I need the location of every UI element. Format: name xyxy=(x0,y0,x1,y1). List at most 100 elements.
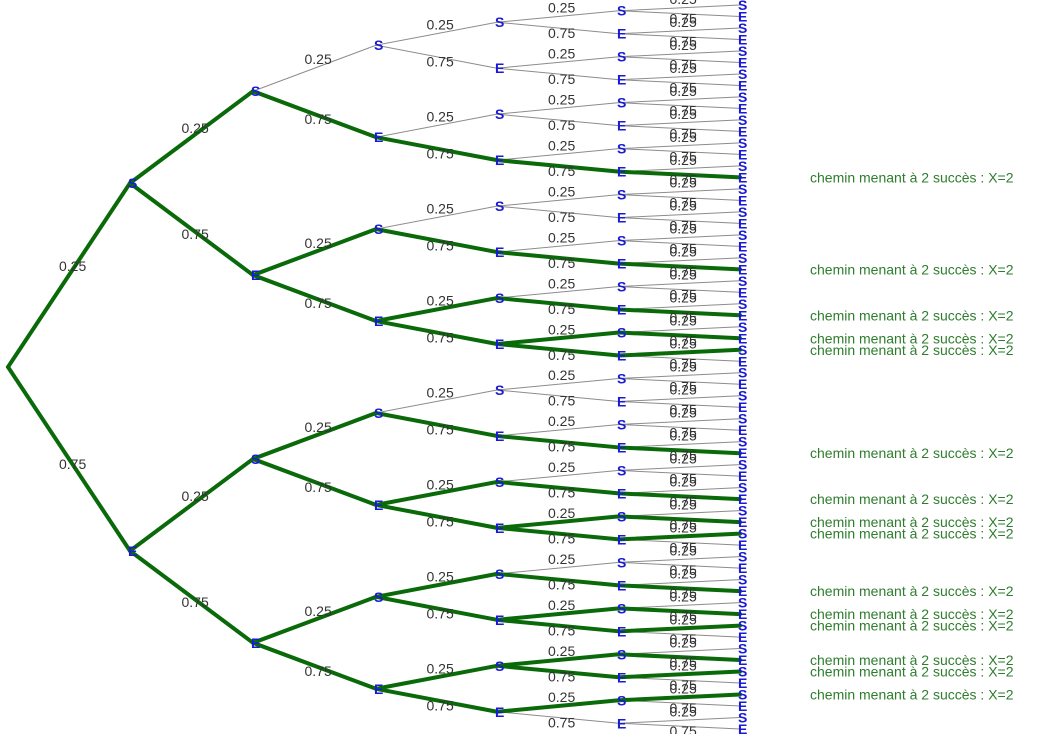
probability-label: 0.75 xyxy=(305,111,332,127)
node-label: S xyxy=(738,342,747,358)
probability-label: 0.75 xyxy=(305,663,332,679)
path-note: chemin menant à 2 succès : X=2 xyxy=(810,445,1014,461)
branch xyxy=(618,377,741,385)
probability-label: 0.25 xyxy=(670,83,697,99)
path-note: chemin menant à 2 succès : X=2 xyxy=(810,169,1014,185)
node-label: E xyxy=(738,583,747,599)
node-label: S xyxy=(738,181,747,197)
node-label: E xyxy=(738,8,747,24)
highlighted-branch xyxy=(251,640,378,691)
node-label: E xyxy=(738,422,747,438)
probability-label: 0.75 xyxy=(427,54,454,70)
probability-label: 0.25 xyxy=(548,321,575,337)
probability-label: 0.25 xyxy=(670,313,697,329)
branch xyxy=(618,211,741,219)
node-label: S xyxy=(374,589,383,605)
highlighted-branch xyxy=(495,514,621,530)
probability-label: 0.25 xyxy=(59,258,86,274)
branch xyxy=(252,44,377,92)
probability-label: 0.75 xyxy=(305,295,332,311)
probability-label: 0.25 xyxy=(670,198,697,214)
probability-label: 0.75 xyxy=(670,562,697,578)
node-label: E xyxy=(617,715,626,731)
probability-label: 0.75 xyxy=(670,57,697,73)
probability-label: 0.75 xyxy=(548,623,575,639)
node-label: S xyxy=(738,710,747,726)
path-note: chemin menant à 2 succès : X=2 xyxy=(810,342,1014,358)
node-label: S xyxy=(738,526,747,542)
node-label: S xyxy=(617,692,626,708)
node-label: S xyxy=(738,411,747,427)
node-label: E xyxy=(495,152,504,168)
probability-label: 0.25 xyxy=(670,657,697,673)
branch xyxy=(375,44,498,69)
node-label: S xyxy=(738,641,747,657)
probability-label: 0.25 xyxy=(548,0,575,15)
probability-label: 0.25 xyxy=(548,459,575,475)
probability-label: 0.75 xyxy=(670,332,697,348)
probability-label: 0.25 xyxy=(548,45,575,61)
node-label: S xyxy=(617,370,626,386)
branch xyxy=(496,711,620,724)
branch xyxy=(618,27,741,35)
node-label: E xyxy=(738,675,747,691)
probability-label: 0.25 xyxy=(548,275,575,291)
node-label: E xyxy=(738,123,747,139)
branch xyxy=(618,188,741,196)
node-label: E xyxy=(617,623,626,639)
probability-label: 0.75 xyxy=(427,421,454,437)
node-label: E xyxy=(738,698,747,714)
branch xyxy=(496,113,620,127)
node-label: E xyxy=(738,169,747,185)
node-label: S xyxy=(738,204,747,220)
probability-label: 0.25 xyxy=(548,551,575,567)
highlighted-branch xyxy=(617,623,742,634)
path-note: chemin menant à 2 succès : X=2 xyxy=(810,330,1014,346)
branch xyxy=(375,21,498,46)
probability-label: 0.75 xyxy=(427,146,454,162)
path-note: chemin menant à 2 succès : X=2 xyxy=(810,652,1014,668)
probability-label: 0.75 xyxy=(670,80,697,96)
probability-label-layer: 0.250.750.250.750.250.750.250.750.250.75… xyxy=(59,0,697,734)
node-label: S xyxy=(738,549,747,565)
probability-label: 0.25 xyxy=(427,384,454,400)
node-label: E xyxy=(617,577,626,593)
node-label: E xyxy=(617,72,626,88)
highlighted-branch xyxy=(495,296,621,312)
probability-label: 0.75 xyxy=(548,439,575,455)
node-label: E xyxy=(738,721,747,734)
highlighted-branch xyxy=(617,669,742,680)
node-label: S xyxy=(738,43,747,59)
probability-label: 0.75 xyxy=(670,34,697,50)
probability-label: 0.75 xyxy=(670,493,697,509)
node-label: E xyxy=(617,531,626,547)
path-note: chemin menant à 2 succès : X=2 xyxy=(810,307,1014,323)
node-label: S xyxy=(495,198,504,214)
node-label: E xyxy=(738,491,747,507)
node-label: S xyxy=(374,405,383,421)
highlighted-branch xyxy=(495,525,621,542)
probability-label: 0.25 xyxy=(670,634,697,650)
highlighted-branch xyxy=(617,652,742,663)
highlighted-branch xyxy=(617,347,742,358)
probability-label: 0.75 xyxy=(670,309,697,325)
node-label: S xyxy=(617,95,626,111)
node-label: E xyxy=(495,60,504,76)
branch xyxy=(496,423,620,437)
highlighted-branch xyxy=(495,479,621,496)
node-label: E xyxy=(738,606,747,622)
node-label: S xyxy=(738,618,747,634)
node-label: S xyxy=(495,290,504,306)
node-label: E xyxy=(617,26,626,42)
node-label: S xyxy=(617,554,626,570)
probability-label: 0.25 xyxy=(548,413,575,429)
highlighted-branch xyxy=(128,456,255,553)
probability-label: 0.75 xyxy=(670,447,697,463)
probability-label: 0.25 xyxy=(670,497,697,513)
probability-label: 0.75 xyxy=(548,117,575,133)
node-label: S xyxy=(617,141,626,157)
probability-label: 0.75 xyxy=(427,697,454,713)
path-note: chemin menant à 2 succès : X=2 xyxy=(810,606,1014,622)
node-label: E xyxy=(495,704,504,720)
branch xyxy=(496,469,620,483)
